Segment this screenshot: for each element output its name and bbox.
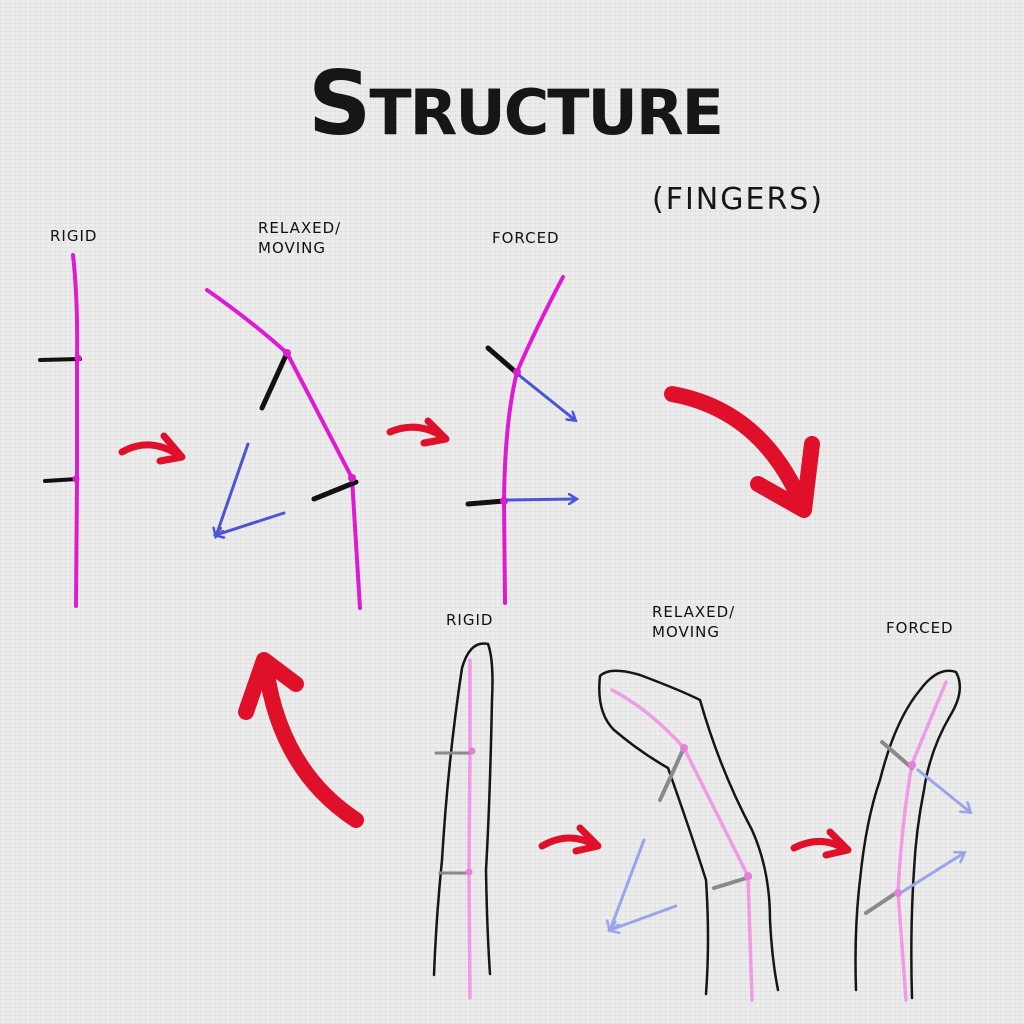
top-relaxed-finger [205, 288, 362, 610]
joint-dot [348, 474, 356, 482]
joint-dot [894, 889, 902, 897]
page-title: Structure [308, 52, 724, 155]
bone-line [610, 688, 754, 1002]
finger-outline [432, 642, 494, 977]
flow-arrow [386, 417, 450, 447]
joint-mark [880, 740, 914, 770]
joint-dot [468, 747, 476, 755]
joint-dot [283, 349, 291, 357]
top-forced-finger [465, 275, 576, 605]
joint-mark [311, 479, 359, 502]
label-bottom-relaxed: Relaxed/ Moving [652, 603, 736, 642]
joint-mark [864, 891, 898, 915]
joint-dot [513, 368, 521, 376]
bone-line [501, 275, 565, 605]
force-arrow [900, 853, 964, 894]
force-arrow [610, 838, 646, 930]
bottom-rigid-finger [432, 642, 494, 1000]
label-top-rigid: Rigid [50, 227, 98, 245]
joint-mark [43, 477, 79, 483]
force-arrow [610, 904, 678, 930]
joint-mark [259, 350, 290, 411]
bone-line [71, 253, 80, 608]
bone-line [896, 680, 948, 1002]
flow-arrow-large [238, 652, 364, 828]
flow-arrow-large [664, 386, 820, 518]
joint-mark [658, 750, 684, 802]
joint-dot [72, 475, 80, 483]
top-rigid-finger [38, 253, 82, 608]
joint-dot [680, 744, 688, 752]
joint-mark [712, 875, 752, 890]
joint-mark [465, 498, 507, 507]
joint-dot [908, 761, 916, 769]
joint-mark [485, 345, 521, 377]
joint-dot [74, 354, 82, 362]
label-bottom-forced: Forced [886, 619, 954, 637]
bone-line [205, 288, 362, 610]
finger-outline [854, 669, 962, 1000]
label-top-relaxed: Relaxed/ Moving [258, 219, 342, 258]
joint-dot [465, 868, 473, 876]
label-top-forced: Forced [492, 229, 560, 247]
flow-arrow [118, 432, 186, 465]
joint-dot [744, 872, 752, 880]
bone-line [467, 658, 472, 1000]
force-arrow [216, 511, 286, 535]
flow-arrow [790, 828, 852, 859]
bottom-forced-finger [854, 669, 971, 1002]
label-bottom-rigid: Rigid [446, 611, 494, 629]
force-arrow [518, 374, 575, 420]
joint-mark [38, 357, 82, 362]
page-subtitle: (Fingers) [652, 182, 825, 217]
flow-arrow [538, 824, 602, 855]
bottom-relaxed-finger [598, 669, 780, 1002]
force-arrow [505, 499, 576, 500]
force-arrow [216, 442, 250, 536]
force-arrow [916, 768, 970, 812]
finger-outline [598, 669, 780, 996]
